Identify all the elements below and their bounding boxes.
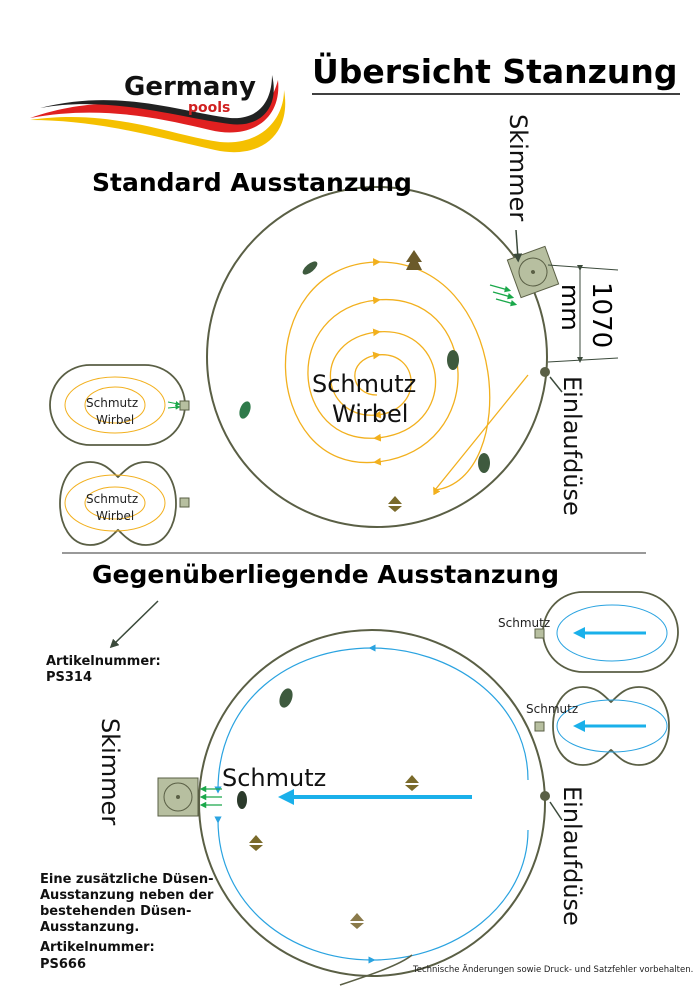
small-pool-label: Schmutz [526,702,579,716]
inlet-pointer [549,376,563,393]
page-title: Übersicht Stanzung [312,52,678,91]
small-pool-label: Schmutz [86,396,139,410]
pool-edge-fragment [339,954,413,986]
flow-path [218,648,529,960]
inlet-nozzle-standard [540,367,550,377]
dimension-lines [547,264,619,363]
pool-outline-opposite [198,629,546,977]
article-number: PS314 [46,670,93,685]
pool-outline-standard [206,186,548,528]
center-label-schmutz: Schmutz [312,370,417,398]
skimmer-opposite [157,777,199,817]
standard-heading: Standard Ausstanzung [92,168,412,197]
small-pool-label: Wirbel [96,509,135,523]
article-pointer [109,600,159,649]
inlet-label-opposite: Einlaufdüse [558,786,586,926]
small-pool-opposite-2 [534,686,670,766]
dimension-value: 1070 [586,282,616,349]
note-article-number: PS666 [40,957,87,972]
small-pool-standard-1 [49,364,190,446]
inlet-label-standard: Einlaufdüse [558,376,586,516]
small-pool-label: Wirbel [96,413,135,427]
skimmer-pointer [513,229,523,263]
center-label-wirbel: Wirbel [332,400,409,428]
note-article-label: Artikelnummer: [40,940,155,955]
small-pool-label: Schmutz [86,492,139,506]
green-arrows-standard [489,284,518,307]
small-pool-label: Schmutz [498,616,551,630]
small-pool-opposite-1 [534,591,679,673]
center-label-opposite: Schmutz [222,764,327,792]
small-pool-standard-2 [59,461,190,546]
skimmer-label-opposite: Skimmer [96,718,124,826]
leaf-icons-opposite [237,688,419,929]
opposite-heading: Gegenüberliegende Ausstanzung [92,560,559,589]
logo-brand: Germany [124,72,256,102]
swirl-path [284,258,529,496]
footer-disclaimer: Technische Änderungen sowie Druck- und S… [413,965,694,975]
dimension-unit: mm [556,284,584,331]
inlet-nozzle-opposite [540,791,550,801]
logo-sub: pools [188,100,231,116]
logo-swoosh [30,75,286,153]
leaf-icons-standard [239,250,490,512]
article-label: Artikelnummer: [46,654,161,669]
inlet-pointer-opposite [549,801,563,821]
skimmer-label-standard: Skimmer [504,114,532,222]
green-arrows-opposite [199,785,222,809]
additional-nozzle-note: Eine zusätzliche Düsen-Ausstanzung neben… [40,872,214,935]
skimmer-standard [506,245,560,299]
